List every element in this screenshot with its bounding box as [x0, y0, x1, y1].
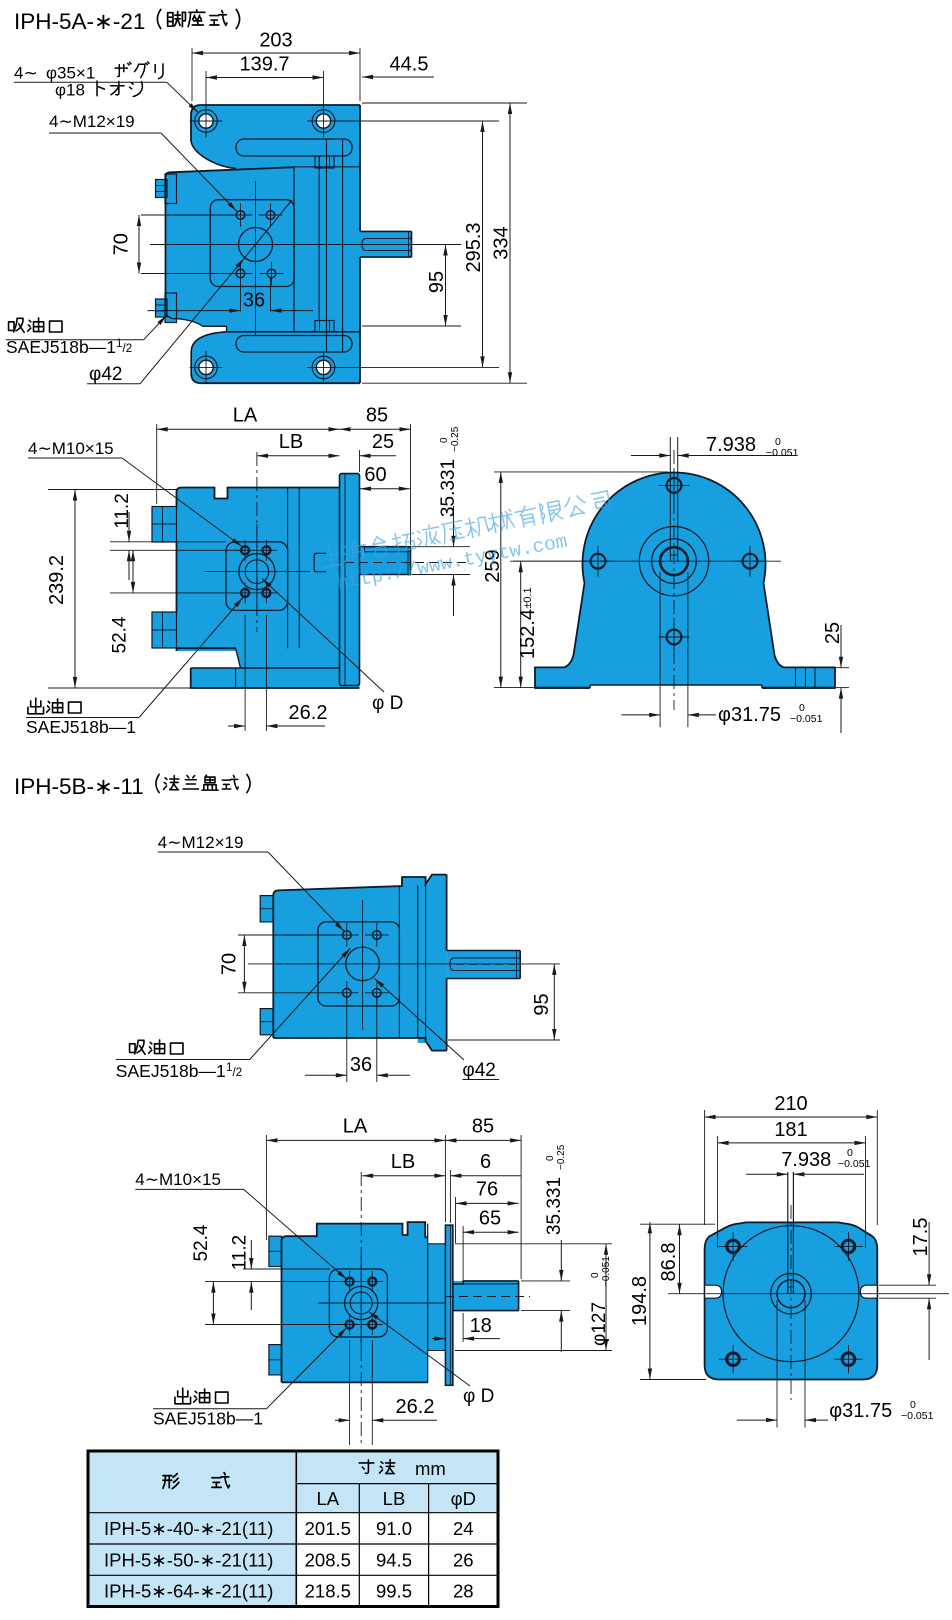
svg-text:−0.051: −0.051: [601, 1256, 612, 1287]
svg-text:−0.051: −0.051: [838, 1158, 871, 1170]
svg-text:95: 95: [531, 993, 553, 1015]
svg-text:65: 65: [479, 1208, 501, 1230]
svg-text:φ31.75: φ31.75: [829, 1400, 892, 1422]
svg-text:210: 210: [774, 1093, 807, 1115]
svg-text:25: 25: [372, 431, 394, 453]
svg-text:LB: LB: [383, 1488, 406, 1509]
svg-text:φ31.75: φ31.75: [718, 704, 781, 726]
svg-text:−0.051: −0.051: [766, 447, 799, 459]
svg-text:295.3: 295.3: [463, 222, 485, 272]
svg-text:φ D: φ D: [463, 1386, 494, 1407]
svg-text:0: 0: [545, 1155, 556, 1161]
svg-text:26: 26: [453, 1549, 474, 1570]
svg-text:φ42: φ42: [462, 1060, 495, 1081]
svg-text:181: 181: [774, 1119, 807, 1141]
svg-text:/2: /2: [123, 343, 133, 355]
svg-text:0: 0: [799, 702, 805, 714]
svg-text:99.5: 99.5: [376, 1581, 412, 1602]
svg-text:SAEJ518b—1: SAEJ518b—1: [116, 1061, 226, 1081]
svg-text:1: 1: [116, 338, 122, 350]
svg-text:0: 0: [910, 1399, 916, 1411]
svg-text:φD: φD: [451, 1488, 476, 1509]
svg-text:24: 24: [453, 1518, 474, 1539]
svg-text:194.8: 194.8: [629, 1276, 651, 1326]
svg-text:76: 76: [476, 1179, 498, 1201]
svg-text:1: 1: [226, 1062, 232, 1074]
svg-text:36: 36: [243, 290, 265, 312]
svg-text:6: 6: [480, 1151, 491, 1173]
svg-text:218.5: 218.5: [305, 1581, 351, 1602]
svg-text:35.331: 35.331: [544, 1177, 565, 1235]
svg-text:70: 70: [219, 953, 241, 975]
svg-text:208.5: 208.5: [305, 1549, 351, 1570]
svg-text:0: 0: [439, 437, 450, 443]
svg-text:60: 60: [364, 464, 386, 486]
svg-text:LA: LA: [343, 1116, 368, 1138]
svg-text:−0.051: −0.051: [901, 1410, 934, 1422]
svg-text:26.2: 26.2: [289, 702, 328, 724]
svg-text:85: 85: [366, 405, 388, 427]
svg-text:17.5: 17.5: [910, 1218, 932, 1257]
svg-text:mm: mm: [415, 1458, 446, 1479]
svg-text:203: 203: [259, 30, 292, 52]
svg-text:SAEJ518b—1: SAEJ518b—1: [153, 1409, 263, 1429]
svg-text:−0.25: −0.25: [450, 426, 461, 452]
svg-text:SAEJ518b—1: SAEJ518b—1: [6, 337, 116, 357]
svg-text:139.7: 139.7: [239, 54, 289, 76]
svg-text:25: 25: [822, 622, 844, 644]
svg-text:334: 334: [491, 226, 513, 259]
svg-text:4∼M10×15: 4∼M10×15: [28, 439, 114, 458]
svg-text:70: 70: [111, 233, 133, 255]
svg-text:0: 0: [847, 1147, 853, 1159]
svg-text:91.0: 91.0: [376, 1518, 412, 1539]
svg-text:4∼M12×19: 4∼M12×19: [49, 112, 135, 131]
svg-text:IPH-5∗-40-∗-21(11): IPH-5∗-40-∗-21(11): [104, 1518, 273, 1539]
svg-text:259: 259: [482, 549, 504, 582]
svg-text:IPH-5∗-64-∗-21(11): IPH-5∗-64-∗-21(11): [104, 1581, 273, 1602]
svg-text:φ35×1: φ35×1: [46, 64, 95, 83]
svg-text:52.4: 52.4: [191, 1224, 212, 1261]
svg-text:LA: LA: [316, 1488, 339, 1509]
svg-text:52.4: 52.4: [110, 616, 131, 653]
svg-text:239.2: 239.2: [46, 555, 68, 605]
svg-text:95: 95: [426, 271, 448, 293]
svg-text:0: 0: [590, 1272, 601, 1278]
svg-text:11.2: 11.2: [112, 493, 133, 529]
svg-text:−0.25: −0.25: [556, 1144, 567, 1170]
svg-text:28: 28: [453, 1581, 474, 1602]
svg-text:35.331: 35.331: [438, 459, 459, 517]
svg-text:IPH-5B-∗-11: IPH-5B-∗-11: [14, 774, 144, 799]
svg-text:36: 36: [350, 1054, 372, 1076]
svg-text:86.8: 86.8: [658, 1243, 680, 1282]
svg-text:18: 18: [470, 1315, 492, 1337]
svg-text:φ127: φ127: [589, 1302, 610, 1346]
svg-text:94.5: 94.5: [376, 1549, 412, 1570]
svg-text:0: 0: [775, 436, 781, 448]
svg-text:−0.051: −0.051: [790, 713, 823, 725]
svg-text:26.2: 26.2: [396, 1396, 435, 1418]
svg-text:φ18: φ18: [55, 81, 85, 100]
svg-text:7.938: 7.938: [781, 1149, 831, 1171]
svg-text:LB: LB: [279, 431, 303, 453]
svg-text:LB: LB: [391, 1151, 415, 1173]
svg-text:IPH-5∗-50-∗-21(11): IPH-5∗-50-∗-21(11): [104, 1549, 273, 1570]
svg-text:4∼: 4∼: [14, 64, 38, 83]
svg-text:LA: LA: [233, 405, 258, 427]
svg-text:85: 85: [472, 1116, 494, 1138]
svg-text:4∼M10×15: 4∼M10×15: [135, 1170, 221, 1189]
svg-text:/2: /2: [233, 1067, 243, 1079]
svg-text:44.5: 44.5: [390, 54, 429, 76]
svg-text:IPH-5A-∗-21: IPH-5A-∗-21: [14, 9, 145, 34]
svg-text:φ42: φ42: [89, 364, 122, 385]
svg-text:201.5: 201.5: [305, 1518, 351, 1539]
svg-text:7.938: 7.938: [706, 434, 756, 456]
svg-text:152.4: 152.4: [517, 609, 539, 659]
svg-text:φ D: φ D: [372, 693, 403, 714]
svg-text:4∼M12×19: 4∼M12×19: [158, 833, 244, 852]
svg-text:±0.1: ±0.1: [522, 587, 534, 608]
svg-text:SAEJ518b—1: SAEJ518b—1: [26, 717, 136, 737]
svg-text:11.2: 11.2: [230, 1235, 251, 1271]
